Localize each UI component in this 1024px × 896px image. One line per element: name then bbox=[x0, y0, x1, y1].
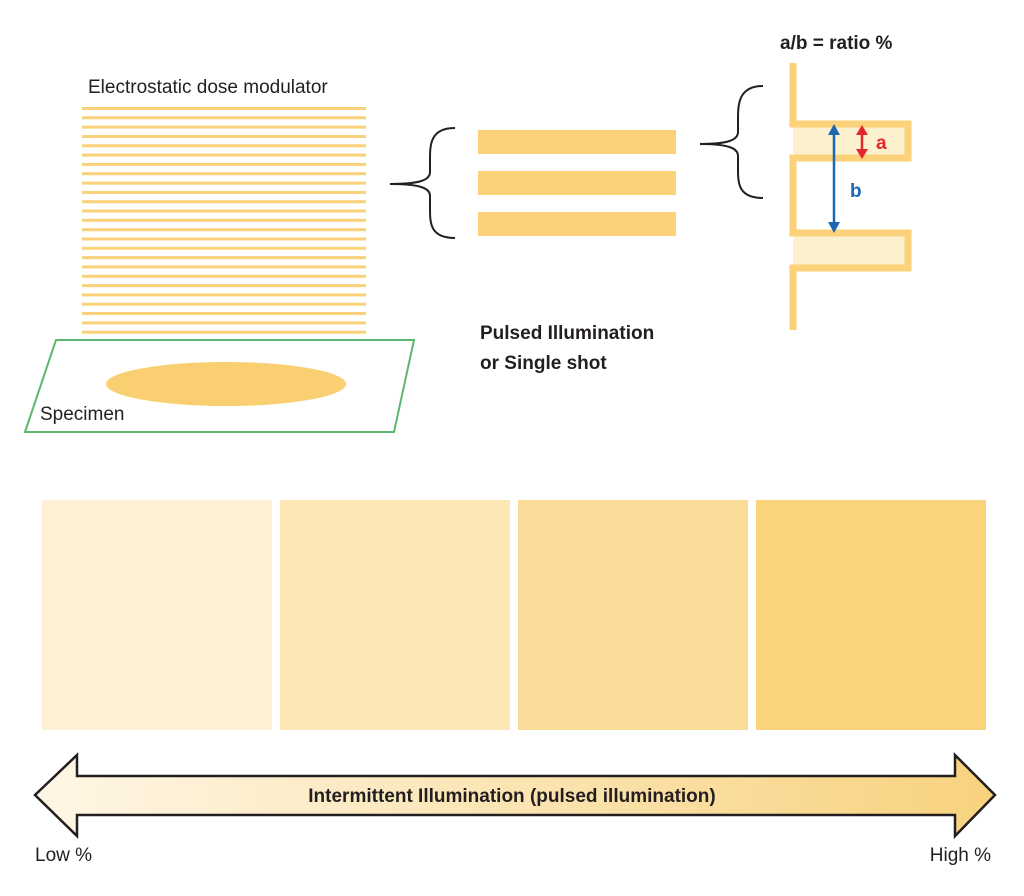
modulator-stripe bbox=[82, 302, 366, 306]
modulator-stripe bbox=[82, 293, 366, 297]
modulator-stripe bbox=[82, 181, 366, 185]
modulator-stripe bbox=[82, 107, 366, 110]
ratio-formula: a/b = ratio % bbox=[780, 33, 893, 54]
modulator-stripe bbox=[82, 172, 366, 176]
modulator-stripe bbox=[82, 265, 366, 269]
brace-right bbox=[699, 85, 764, 199]
modulator-label: Electrostatic dose modulator bbox=[88, 77, 328, 98]
modulator-stripes bbox=[82, 107, 366, 334]
brace-left bbox=[389, 127, 456, 239]
modulator-stripe bbox=[82, 321, 366, 325]
modulator-stripe bbox=[82, 162, 366, 166]
modulator-stripe bbox=[82, 116, 366, 120]
modulator-stripe bbox=[82, 256, 366, 260]
pulse-bar bbox=[478, 212, 676, 236]
modulator-stripe bbox=[82, 190, 366, 194]
a-arrow bbox=[856, 125, 868, 159]
illumination-scale bbox=[42, 500, 986, 730]
pulse-fill bbox=[793, 124, 905, 158]
modulator-stripe bbox=[82, 153, 366, 157]
modulator-stripe bbox=[82, 200, 366, 204]
modulator-stripe bbox=[82, 209, 366, 213]
modulator-stripe bbox=[82, 237, 366, 241]
pulsed-label-line2: or Single shot bbox=[480, 353, 607, 374]
modulator-stripe bbox=[82, 246, 366, 250]
a-label: a bbox=[876, 133, 887, 154]
b-arrow bbox=[828, 124, 840, 233]
scale-swatch-level-2 bbox=[280, 500, 510, 730]
intermittent-illumination-arrow bbox=[33, 751, 997, 840]
pulse-fill bbox=[793, 233, 905, 268]
low-label: Low % bbox=[35, 845, 92, 866]
high-label: High % bbox=[930, 845, 991, 866]
modulator-stripe bbox=[82, 228, 366, 232]
modulator-stripe bbox=[82, 284, 366, 288]
modulator-stripe bbox=[82, 330, 366, 334]
b-label: b bbox=[850, 181, 862, 202]
scale-swatch-level-3 bbox=[518, 500, 748, 730]
pulse-waveform bbox=[789, 63, 912, 330]
pulse-bar bbox=[478, 130, 676, 154]
pulsed-label-line1: Pulsed Illumination bbox=[480, 323, 654, 344]
modulator-stripe bbox=[82, 135, 366, 138]
specimen-label: Specimen bbox=[40, 404, 125, 425]
modulator-stripe bbox=[82, 144, 366, 148]
modulator-stripe bbox=[82, 218, 366, 222]
modulator-stripe bbox=[82, 312, 366, 315]
pulse-bar bbox=[478, 171, 676, 195]
specimen-ellipse bbox=[106, 362, 346, 406]
modulator-stripe bbox=[82, 274, 366, 278]
intermittent-illumination-label: Intermittent Illumination (pulsed illumi… bbox=[308, 786, 715, 807]
scale-swatch-level-1 bbox=[42, 500, 272, 730]
scale-swatch-level-4 bbox=[756, 500, 986, 730]
modulator-stripe bbox=[82, 125, 366, 129]
